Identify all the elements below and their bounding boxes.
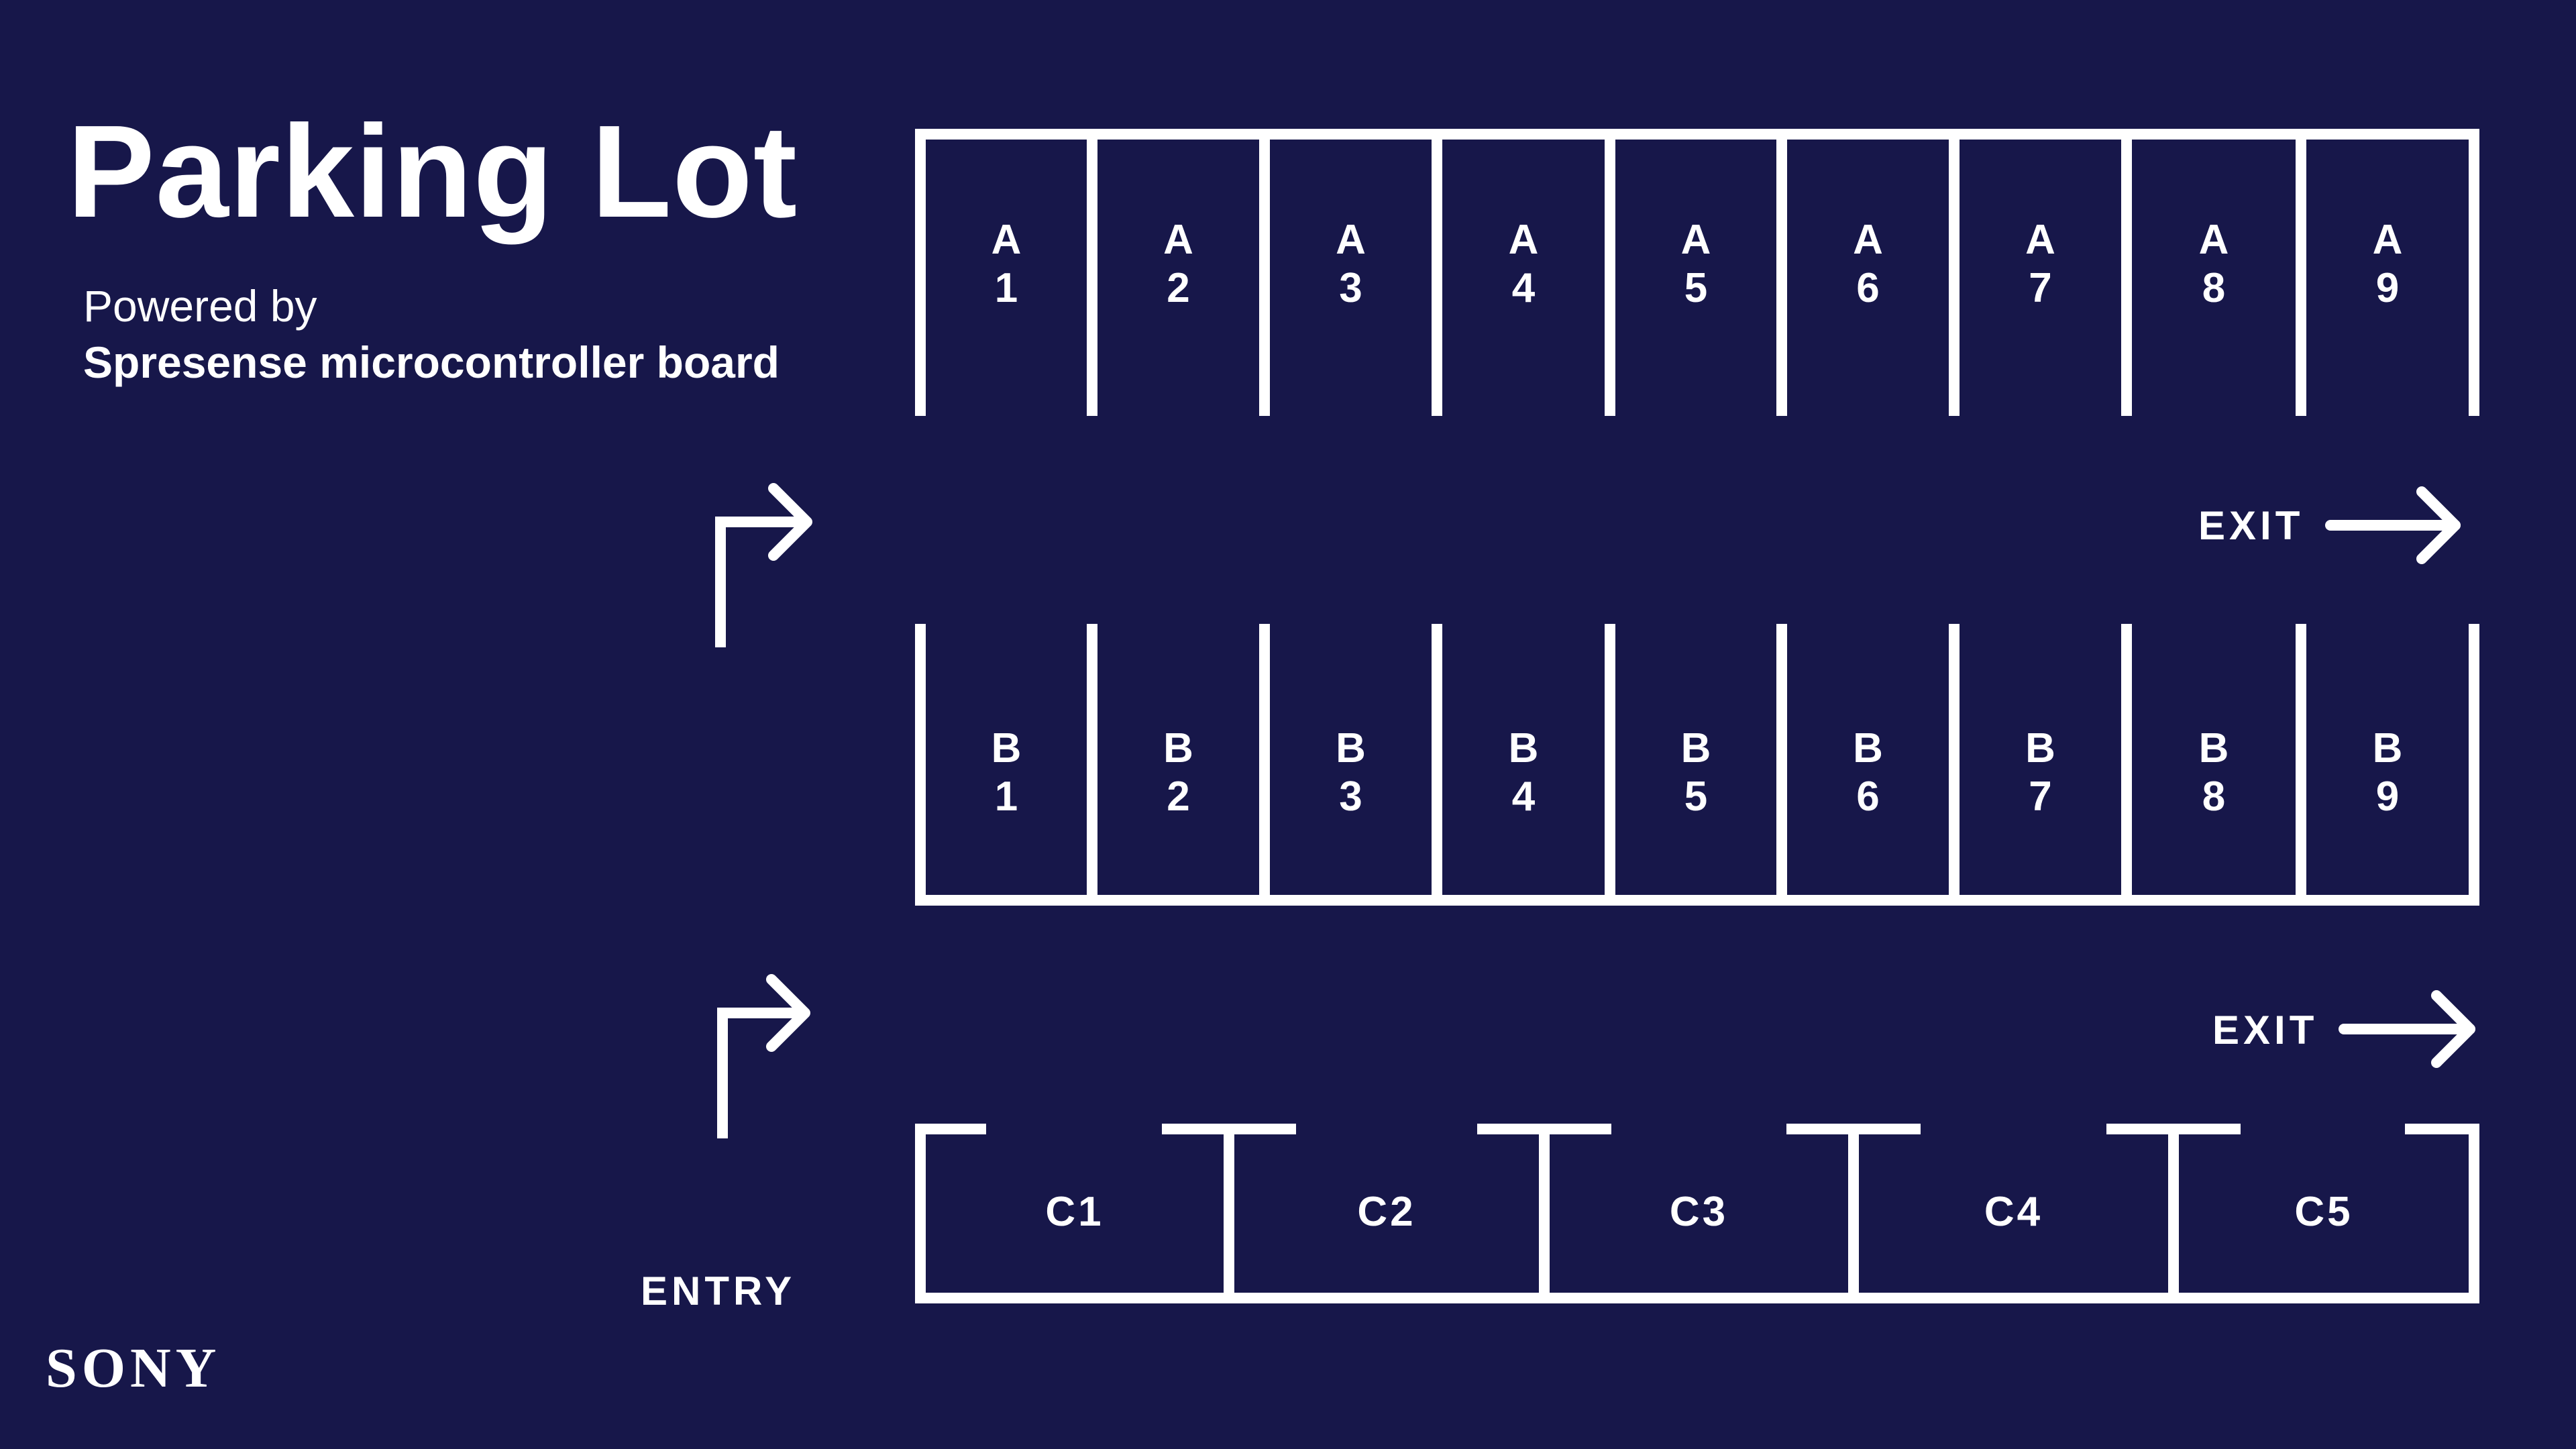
- slot-number: 6: [1856, 773, 1880, 820]
- exit-arrow-lower-head: [2431, 990, 2475, 1068]
- slot-number: 4: [1511, 773, 1536, 820]
- slot-letter: B: [2025, 725, 2055, 771]
- slot-number: 3: [1339, 265, 1362, 311]
- powered-by-text: Powered by: [83, 281, 317, 331]
- slot-number: 3: [1339, 773, 1362, 820]
- slot-letter: B: [1680, 725, 1711, 771]
- sony-logo: SONY: [46, 1337, 221, 1399]
- slot-number: 5: [1684, 265, 1708, 311]
- slot-letter: B: [2372, 725, 2403, 771]
- slot-letter: B: [2198, 725, 2229, 771]
- slot-letter: A: [2025, 217, 2055, 263]
- slot-letter: A: [1680, 217, 1711, 263]
- slot-number: 8: [2202, 773, 2226, 820]
- slot-number: 5: [1684, 773, 1708, 820]
- slot-letter: B: [991, 725, 1022, 771]
- entry-label: ENTRY: [641, 1269, 796, 1313]
- slot-number: 6: [1856, 265, 1880, 311]
- slot-number: 7: [2029, 773, 2052, 820]
- slot-number: 8: [2202, 265, 2226, 311]
- slot-letter: A: [1163, 217, 1193, 263]
- slot-number: 2: [1167, 773, 1190, 820]
- turn-arrow-upper: [715, 517, 807, 647]
- slot-number: 9: [2375, 265, 2400, 311]
- slot-letter: B: [1336, 725, 1366, 771]
- slot-letter: B: [1853, 725, 1883, 771]
- slot-letter: B: [1163, 725, 1193, 771]
- slot-c-label: C1: [1045, 1189, 1104, 1235]
- slot-letter: A: [1508, 217, 1539, 263]
- turn-arrow-lower: [717, 1008, 805, 1138]
- exit-label-lower: EXIT: [2212, 1008, 2318, 1053]
- turn-arrow-upper-head: [768, 483, 812, 561]
- board-name-text: Spresense microcontroller board: [83, 337, 780, 387]
- slot-number: 9: [2375, 773, 2400, 820]
- slot-letter: A: [2198, 217, 2229, 263]
- slot-c-label: C2: [1357, 1189, 1416, 1235]
- slot-c-label: C3: [1669, 1189, 1729, 1235]
- slot-c-label: C5: [2294, 1189, 2353, 1235]
- slot-letter: A: [2372, 217, 2403, 263]
- page-title: Parking Lot: [67, 98, 798, 245]
- turn-arrow-lower-head: [766, 974, 810, 1052]
- exit-label-upper: EXIT: [2198, 503, 2304, 548]
- exit-arrow-upper-head: [2416, 486, 2461, 564]
- slot-number: 1: [994, 265, 1018, 311]
- slot-number: 1: [994, 773, 1018, 820]
- slot-number: 7: [2029, 265, 2052, 311]
- slot-letter: A: [991, 217, 1022, 263]
- slot-letter: A: [1853, 217, 1883, 263]
- slot-c-label: C4: [1984, 1189, 2043, 1235]
- slot-letter: A: [1336, 217, 1366, 263]
- slot-number: 2: [1167, 265, 1190, 311]
- slot-number: 4: [1511, 265, 1536, 311]
- slot-letter: B: [1508, 725, 1539, 771]
